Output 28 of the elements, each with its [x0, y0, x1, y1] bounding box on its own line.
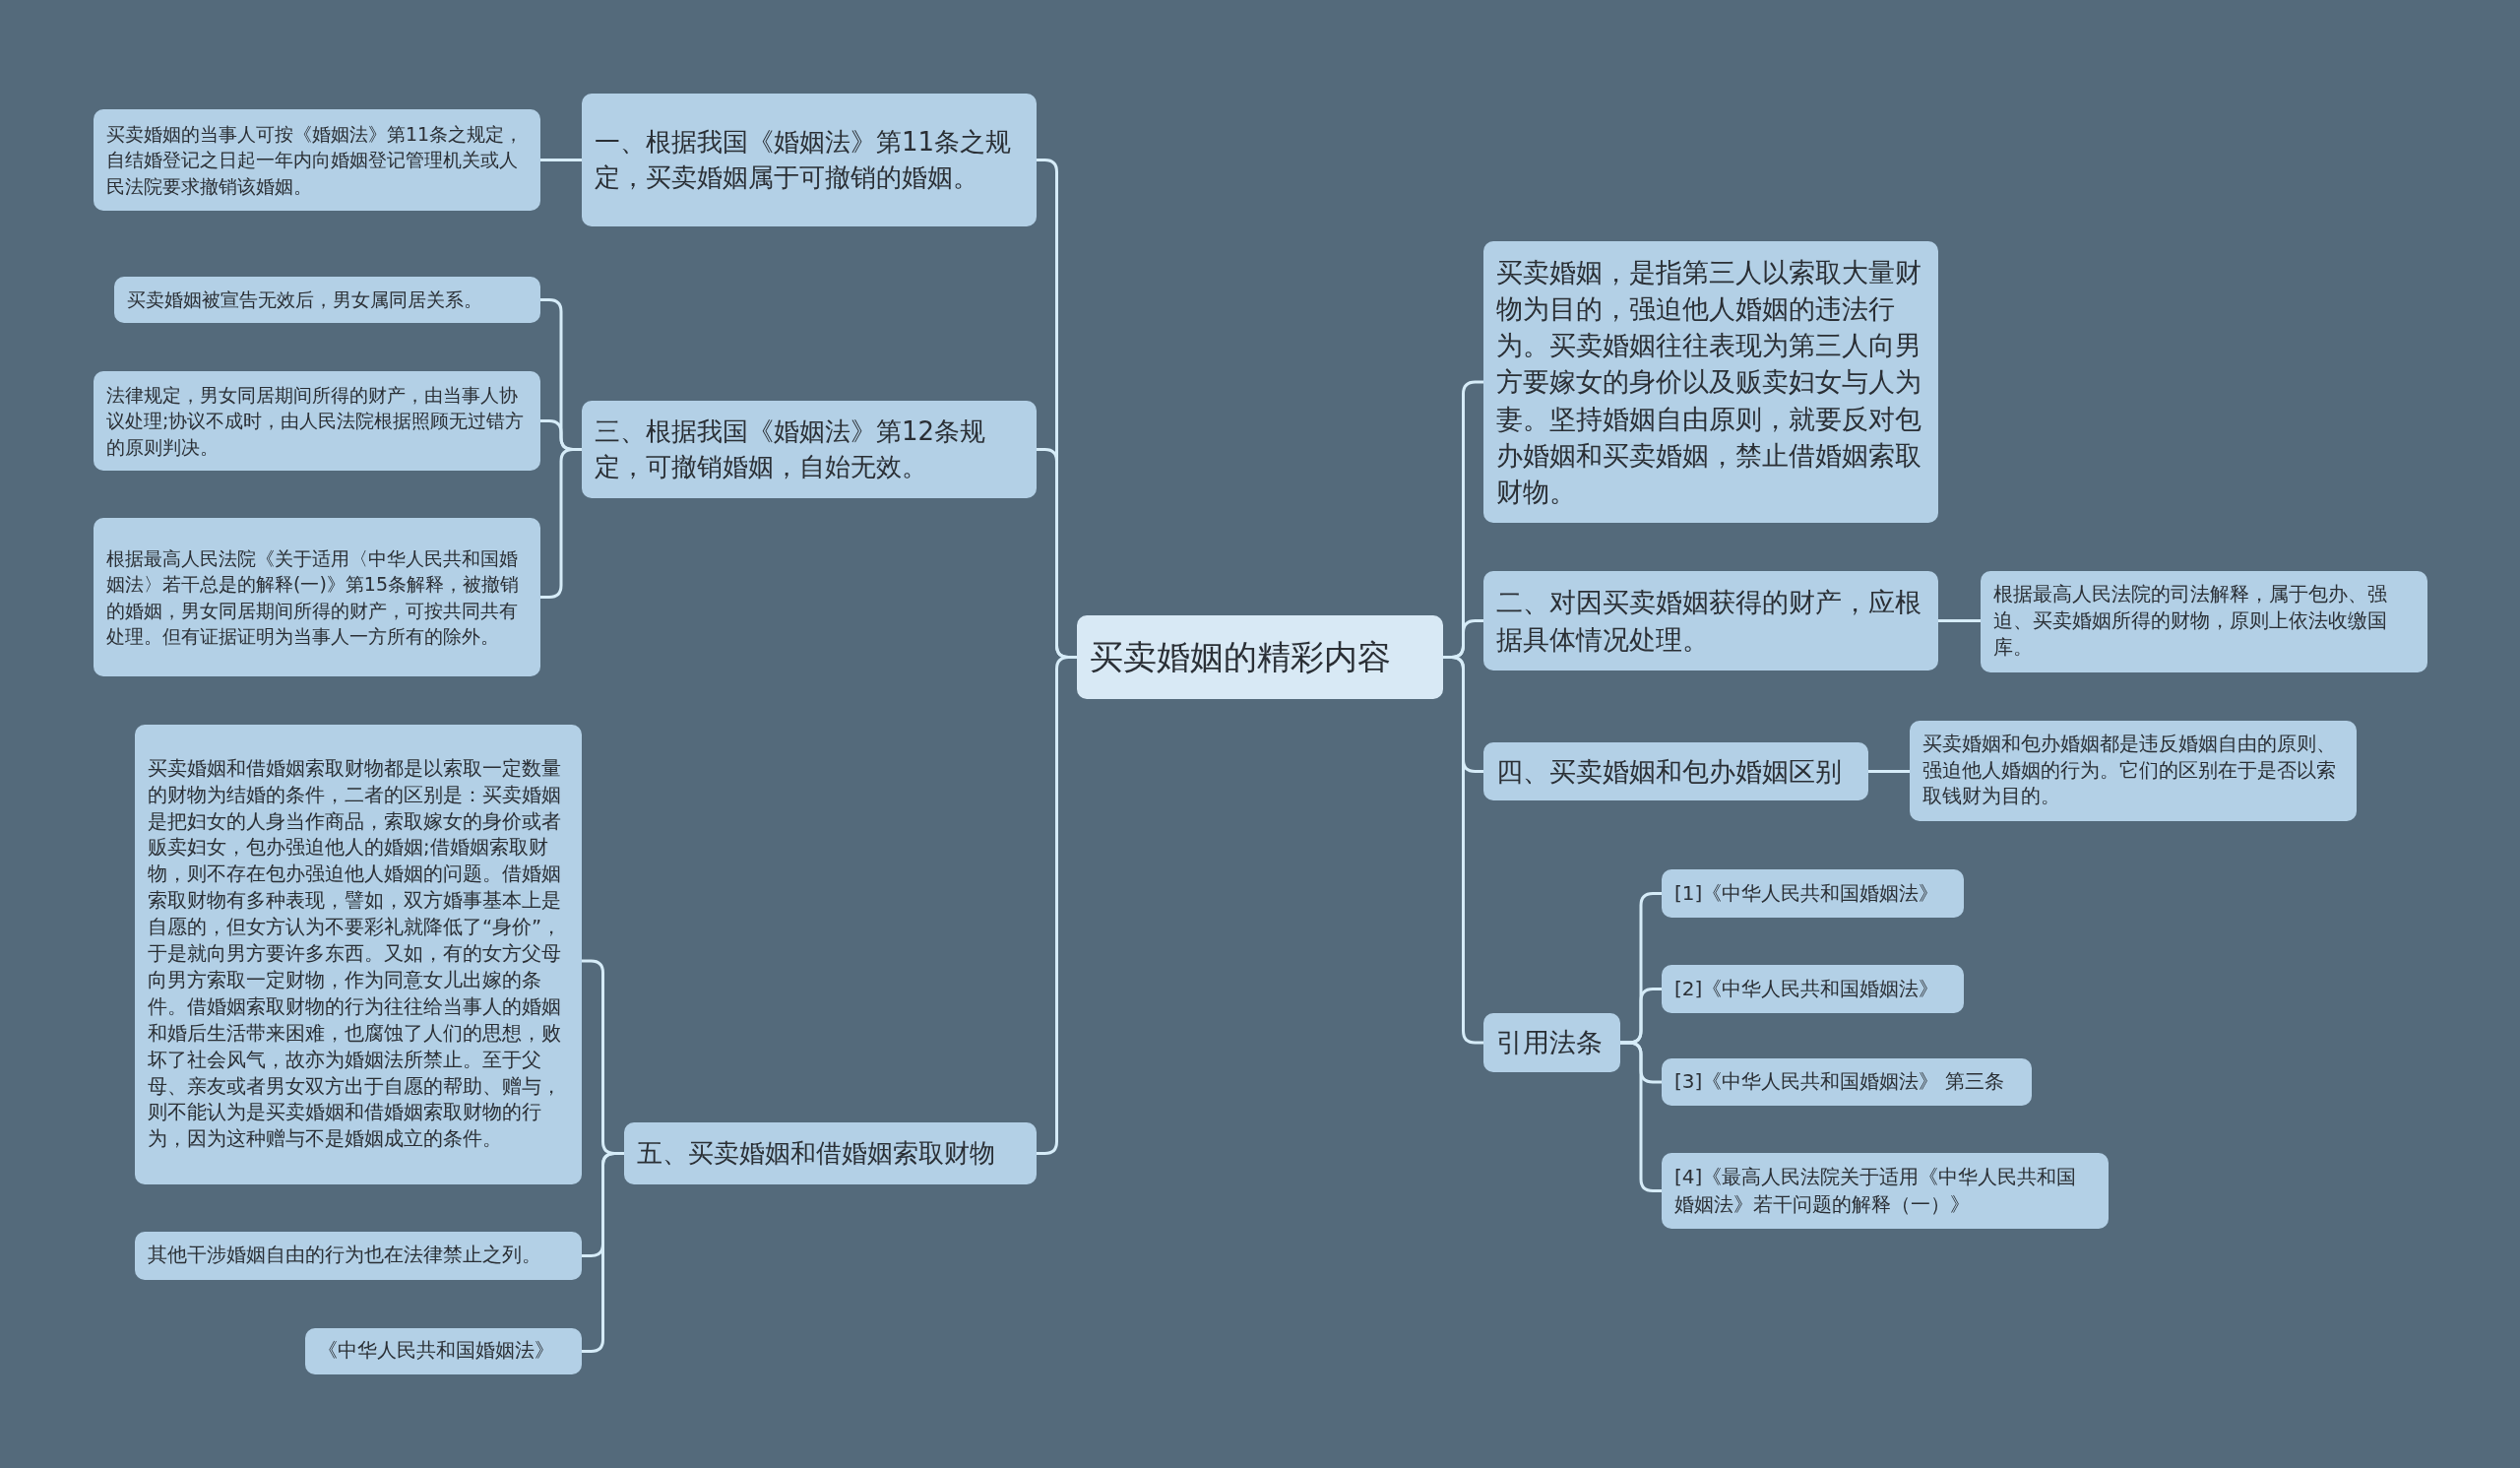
subtopic-box: 买卖婚姻和借婚姻索取财物都是以索取一定数量的财物为结婚的条件，二者的区别是：买卖婚姻是把妇女的人身当作商品，索取嫁女的身价或者贩卖妇女，包办强迫他人的婚姻;借婚姻索取财物，则不存在包办强迫他人婚姻的问题。借婚姻索取财物有多种表现，譬如，双方婚事基本上是自愿的，但女方认为不要彩礼就降低了“身价”，于是就向男方要许多东西。又如，有的女方父母向男方索取一定财物，作为同意女儿出嫁的条件。借婚姻索取财物的行为往往给当事人的婚姻和婚后生活带来困难，也腐蚀了人们的思想，败坏了社会风气，故亦为婚姻法所禁止。至于父母、亲友或者男女双方出于自愿的帮助、赠与，则不能认为是买卖婚姻和借婚姻索取财物的行为，因为这种赠与不是婚姻成立的条件。 [135, 725, 582, 1184]
subtopic-box: 法律规定，男女同居期间所得的财产，由当事人协议处理;协议不成时，由人民法院根据照顾无过错方的原则判决。 [94, 371, 540, 471]
subtopic-box: 根据最高人民法院《关于适用〈中华人民共和国婚姻法〉若干总是的解释(一)》第15条解释，被撤销的婚姻，男女同居期间所得的财产，可按共同共有处理。但有证据证明为当事人一方所有的除外。 [94, 518, 540, 676]
subtopic-box: 买卖婚姻被宣告无效后，男女属同居关系。 [114, 277, 540, 323]
subtopic-box: 根据最高人民法院的司法解释，属于包办、强迫、买卖婚姻所得的财物，原则上依法收缴国库。 [1981, 571, 2427, 672]
connector-line [540, 448, 582, 599]
subtopic-box: 买卖婚姻和包办婚姻都是违反婚姻自由的原则、强迫他人婚姻的行为。它们的区别在于是否以索取钱财为目的。 [1910, 721, 2357, 821]
subtopic-box: [1]《中华人民共和国婚姻法》 [1662, 869, 1964, 918]
branch-topic-box: 买卖婚姻，是指第三人以索取大量财物为目的，强迫他人婚姻的违法行为。买卖婚姻往往表现为第三人向男方要嫁女的身价以及贩卖妇女与人为妻。坚持婚姻自由原则，就要反对包办婚姻和买卖婚姻，禁止借婚姻索取财物。 [1483, 241, 1938, 523]
subtopic-box: [4]《最高人民法院关于适用《中华人民共和国婚姻法》若干问题的解释（一）》 [1662, 1153, 2109, 1229]
branch-topic-box: 引用法条 [1483, 1013, 1620, 1072]
central-topic-box: 买卖婚姻的精彩内容 [1077, 615, 1443, 699]
subtopic-box: 买卖婚姻的当事人可按《婚姻法》第11条之规定，自结婚登记之日起一年内向婚姻登记管理机关或人民法院要求撤销该婚姻。 [94, 109, 540, 211]
connector-line [1868, 770, 1910, 773]
connector-line [1443, 656, 1483, 1045]
connector-line [1938, 619, 1981, 622]
subtopic-box: [2]《中华人民共和国婚姻法》 [1662, 965, 1964, 1013]
branch-topic-box: 四、买卖婚姻和包办婚姻区别 [1483, 742, 1868, 800]
connector-line [540, 159, 582, 161]
branch-topic-box: 一、根据我国《婚姻法》第11条之规定，买卖婚姻属于可撤销的婚姻。 [582, 94, 1037, 226]
subtopic-box: [3]《中华人民共和国婚姻法》 第三条 [1662, 1058, 2032, 1106]
subtopic-box: 其他干涉婚姻自由的行为也在法律禁止之列。 [135, 1232, 582, 1280]
connector-line [582, 1152, 624, 1353]
branch-topic-box: 二、对因买卖婚姻获得的财产，应根据具体情况处理。 [1483, 571, 1938, 670]
branch-topic-box: 五、买卖婚姻和借婚姻索取财物 [624, 1122, 1037, 1184]
branch-topic-box: 三、根据我国《婚姻法》第12条规定，可撤销婚姻，自始无效。 [582, 401, 1037, 498]
subtopic-box: 《中华人民共和国婚姻法》 [305, 1328, 582, 1374]
connector-line [1620, 1041, 1662, 1192]
